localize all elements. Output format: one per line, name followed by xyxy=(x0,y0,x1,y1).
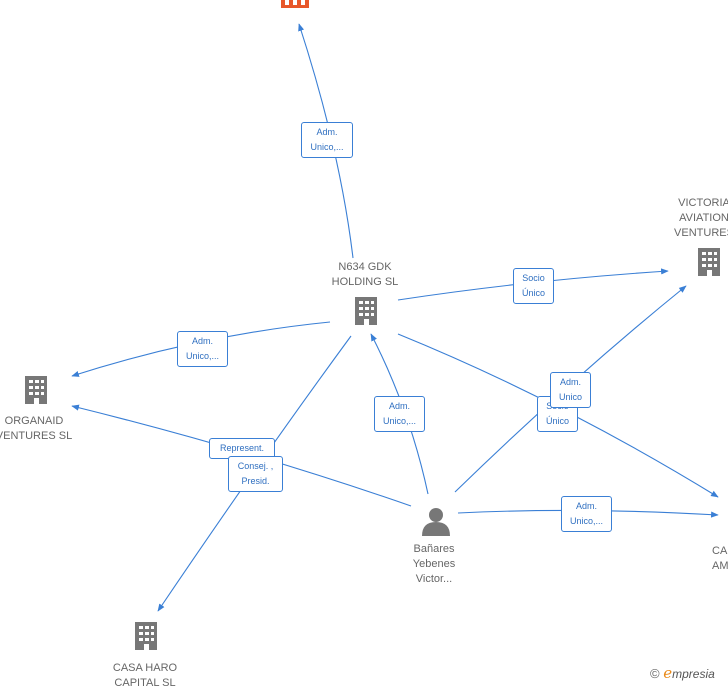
partial-right-label[interactable]: CA AM xyxy=(712,545,728,572)
edge-label-consej[interactable]: Consej. ,Presid. xyxy=(228,456,283,492)
n634-building-icon[interactable] xyxy=(355,297,377,325)
n634-label[interactable]: N634 GDK HOLDING SL xyxy=(331,261,399,288)
victoria-building-icon[interactable] xyxy=(698,248,720,276)
copyright-icon: © xyxy=(650,666,660,681)
person-icon[interactable] xyxy=(422,508,450,536)
empresia-logo-text: mpresia xyxy=(672,667,715,681)
person-label[interactable]: Bañares Yebenes Victor... xyxy=(412,543,456,585)
highlight-building-icon[interactable] xyxy=(281,0,309,8)
casa-haro-building-icon[interactable] xyxy=(135,622,157,650)
organaid-label[interactable]: ORGANAID VENTURES SL xyxy=(0,415,73,442)
empresia-logo-e: e xyxy=(663,664,673,682)
empresia-watermark: © empresia xyxy=(650,664,715,682)
edge-label-person-to-n634[interactable]: Adm.Unico,... xyxy=(374,396,425,432)
casa-haro-label[interactable]: CASA HARO CAPITAL SL xyxy=(112,662,178,689)
edge-label-to-organaid[interactable]: Adm.Unico,... xyxy=(177,331,228,367)
edge-label-person-to-victoria[interactable]: Adm.Unico xyxy=(550,372,591,408)
edge-label-top[interactable]: Adm.Unico,... xyxy=(301,122,353,158)
victoria-label[interactable]: VICTORIA AVIATION VENTURES xyxy=(674,197,728,239)
organaid-building-icon[interactable] xyxy=(25,376,47,404)
edge-label-person-to-right[interactable]: Adm.Unico,... xyxy=(561,496,612,532)
